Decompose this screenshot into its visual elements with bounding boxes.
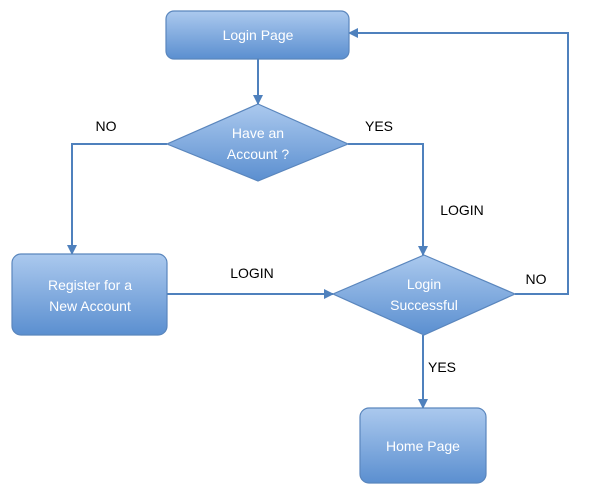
edge-have-account-yes: [348, 143, 428, 256]
home-page-label: Home Page: [386, 438, 460, 454]
login-page-label: Login Page: [223, 27, 294, 43]
register-label-line1: Register for a: [48, 277, 132, 293]
login-page-node: Login Page: [165, 10, 350, 60]
edge-label-no-have-account: NO: [96, 118, 117, 134]
edge-label-yes-have-account: YES: [365, 118, 393, 134]
edge-login-failed-back: [348, 28, 569, 295]
have-account-label-line1: Have an: [232, 125, 284, 141]
register-node: Register for a New Account: [11, 253, 168, 336]
have-account-decision: Have an Account ?: [165, 103, 350, 182]
edge-label-login-down: LOGIN: [440, 202, 484, 218]
have-account-label-line2: Account ?: [227, 146, 289, 162]
register-label-line2: New Account: [49, 298, 131, 314]
edge-label-yes-login-successful: YES: [428, 359, 456, 375]
login-successful-label-line2: Successful: [390, 297, 458, 313]
login-successful-decision: Login Successful: [331, 254, 517, 336]
edge-label-no-login-failed: NO: [526, 271, 547, 287]
login-successful-label-line1: Login: [407, 276, 441, 292]
home-page-node: Home Page: [359, 407, 487, 484]
edge-label-login-register: LOGIN: [230, 265, 274, 281]
edge-have-account-no: [67, 143, 167, 255]
